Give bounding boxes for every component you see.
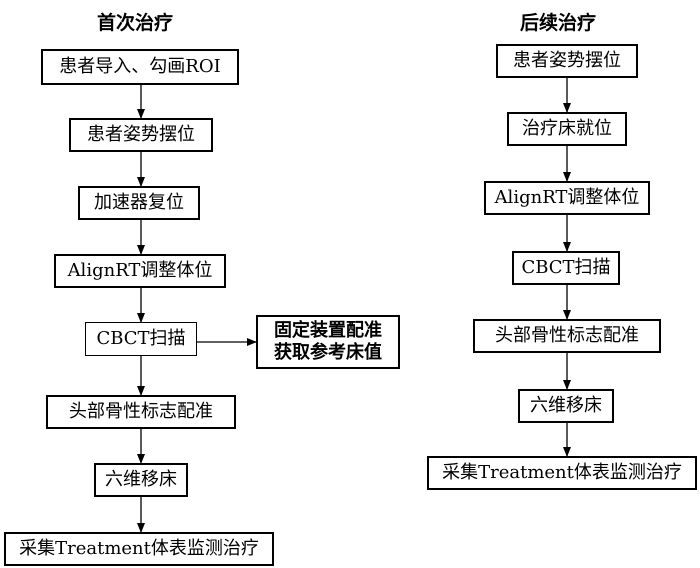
followup-step-4: CBCT扫描 <box>512 251 620 285</box>
first-step-7: 六维移床 <box>94 463 188 497</box>
first-step-6: 头部骨性标志配准 <box>46 395 236 429</box>
followup-step-2: 治疗床就位 <box>507 112 627 146</box>
first-step-8: 采集Treatment体表监测治疗 <box>4 532 274 566</box>
followup-step-1: 患者姿势摆位 <box>496 44 638 78</box>
side-note-box: 固定装置配准 获取参考床值 <box>256 315 400 369</box>
followup-step-7: 采集Treatment体表监测治疗 <box>427 456 697 490</box>
followup-treatment-title: 后续治疗 <box>520 12 597 34</box>
followup-step-6: 六维移床 <box>518 389 614 423</box>
side-note-line-1: 固定装置配准 <box>274 320 382 341</box>
first-step-4: AlignRT调整体位 <box>54 254 226 288</box>
first-step-1: 患者导入、勾画ROI <box>41 49 239 85</box>
side-note-line-2: 获取参考床值 <box>274 342 382 363</box>
followup-step-5: 头部骨性标志配准 <box>473 319 661 353</box>
first-step-2: 患者姿势摆位 <box>69 118 213 152</box>
first-treatment-title: 首次治疗 <box>97 12 174 34</box>
first-step-3: 加速器复位 <box>78 186 200 220</box>
followup-step-3: AlignRT调整体位 <box>484 181 650 215</box>
